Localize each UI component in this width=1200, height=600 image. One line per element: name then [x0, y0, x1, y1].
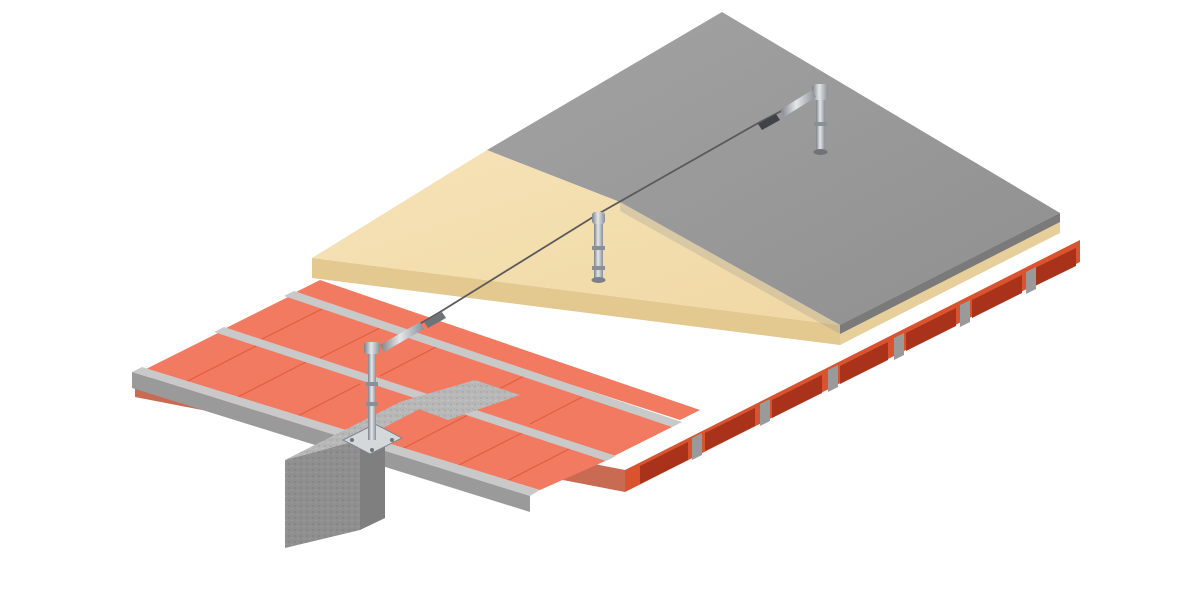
membrane-side-edge — [840, 213, 1060, 334]
tie-beam-side — [360, 428, 385, 530]
intermediate-post-head — [592, 212, 605, 224]
tile-side-ribs — [640, 248, 1076, 484]
tile-row-3 — [292, 280, 700, 420]
membrane-top-surface — [487, 12, 1060, 325]
tie-beam-front — [285, 440, 360, 548]
beam-2-top — [214, 327, 616, 461]
intermediate-post — [591, 212, 606, 283]
waterproofing-membrane — [487, 12, 1060, 334]
membrane-inner-edge — [620, 202, 840, 334]
insulation-front-edge — [312, 258, 840, 345]
end-anchor-post-rear — [758, 84, 828, 155]
anchor-post-tube — [368, 352, 376, 440]
beam-ends-side — [692, 267, 1036, 460]
rear-tensioner — [780, 90, 816, 117]
end-anchor-post — [341, 312, 446, 455]
rear-post-head — [812, 84, 828, 100]
beam-1-top — [132, 367, 540, 496]
tile-row-2 — [222, 296, 678, 456]
beam-3-top — [284, 291, 682, 427]
tie-beam-top-back — [400, 380, 520, 420]
lifeline-system — [341, 84, 828, 455]
anchor-post-head — [364, 342, 380, 354]
insulation-top-surface — [312, 150, 840, 325]
cable-tensioner — [380, 322, 424, 352]
tile-joints — [179, 308, 591, 483]
rear-turnbuckle — [758, 114, 780, 130]
intermediate-post-tube — [594, 222, 603, 280]
cable-absorber — [424, 312, 446, 328]
